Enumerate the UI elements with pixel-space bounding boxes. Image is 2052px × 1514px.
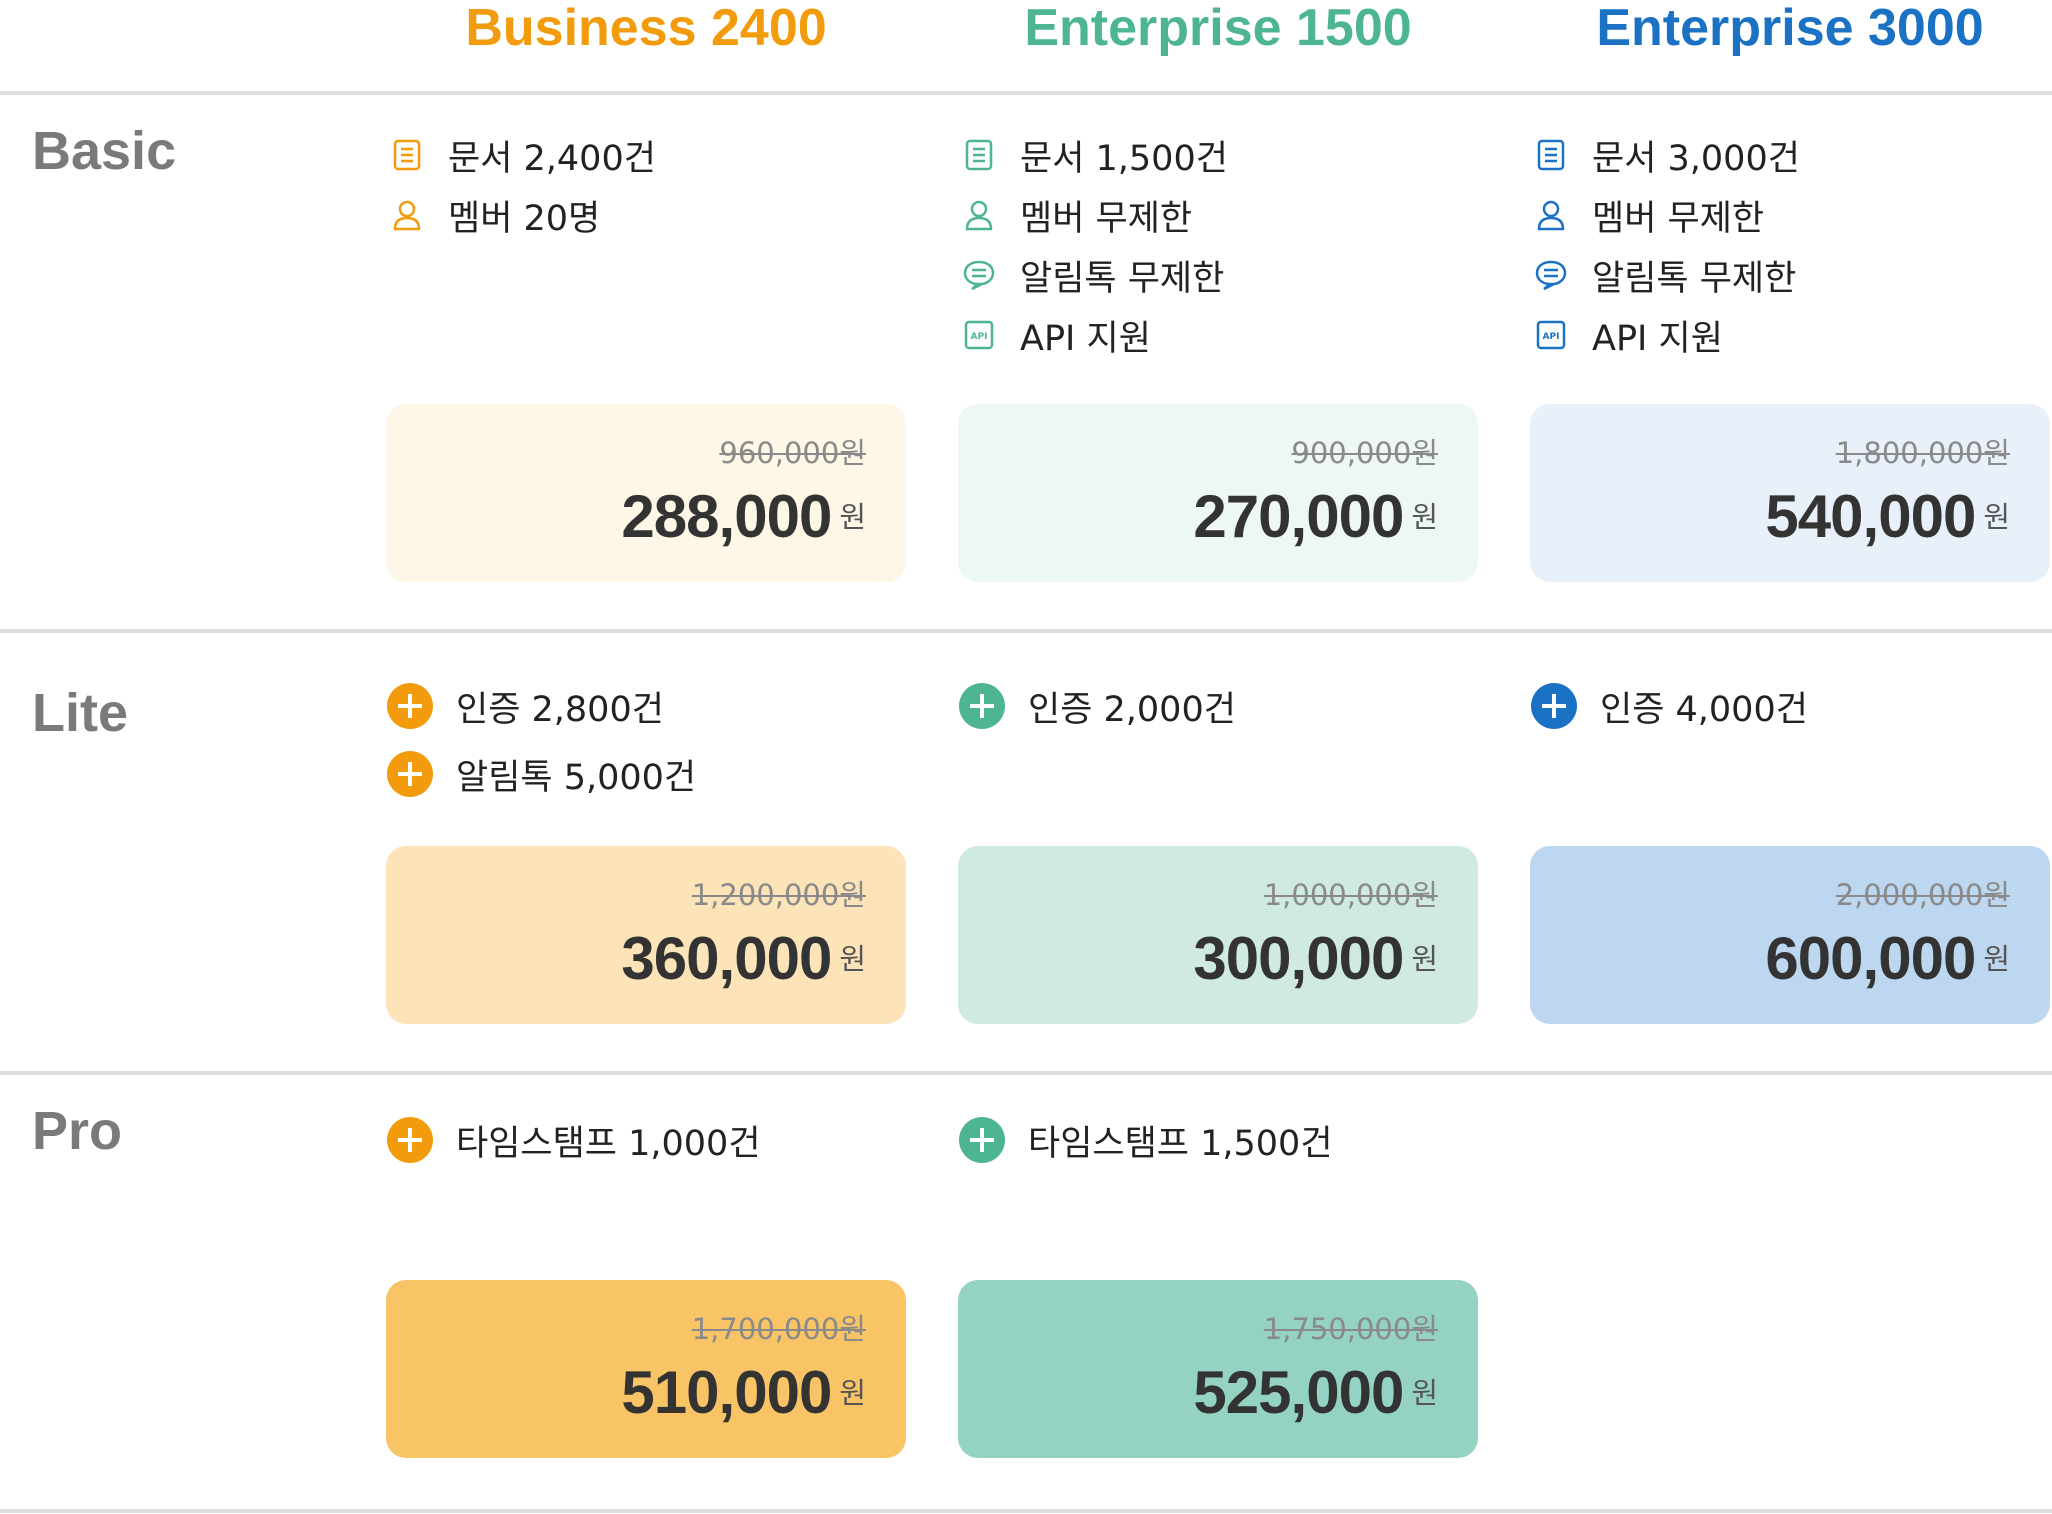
svg-text:API: API <box>971 332 988 342</box>
addon-item: 알림톡 5,000건 <box>386 748 696 800</box>
currency-unit: 원 <box>839 500 866 534</box>
currency-unit: 원 <box>1411 1376 1438 1410</box>
discounted-price: 600,000 <box>1765 925 1976 992</box>
currency-unit: 원 <box>1983 500 2010 534</box>
addon-item: 인증 2,800건 <box>386 680 664 732</box>
original-price: 2,000,000원 <box>1835 878 2010 912</box>
currency-unit: 원 <box>1411 500 1438 534</box>
currency-unit: 원 <box>839 942 866 976</box>
feature-item: 멤버 무제한 <box>962 190 1192 240</box>
feature-label: 문서 2,400건 <box>448 138 656 179</box>
feature-label: 멤버 20명 <box>448 198 601 239</box>
addon-label: 타임스탬프 1,000건 <box>456 1123 761 1164</box>
feature-label: 알림톡 무제한 <box>1020 258 1225 299</box>
addon-item: 인증 4,000건 <box>1530 680 1808 732</box>
divider <box>0 1071 2052 1075</box>
divider <box>0 91 2052 95</box>
currency-unit: 원 <box>839 1376 866 1410</box>
api-icon: API <box>962 318 996 352</box>
svg-text:API: API <box>1543 332 1560 342</box>
currency-unit: 원 <box>1983 942 2010 976</box>
addon-item: 타임스탬프 1,000건 <box>386 1114 761 1166</box>
discounted-price: 540,000 <box>1765 483 1976 550</box>
addon-label: 타임스탬프 1,500건 <box>1028 1123 1333 1164</box>
tier-label-pro: Pro <box>32 1101 123 1161</box>
divider <box>0 1509 2052 1513</box>
feature-item: 문서 2,400건 <box>390 130 656 180</box>
original-price: 1,700,000원 <box>691 1312 866 1346</box>
feature-label: 멤버 무제한 <box>1020 198 1193 239</box>
feature-item: 멤버 20명 <box>390 190 600 240</box>
addon-label: 인증 2,000건 <box>1028 689 1236 730</box>
original-price: 1,800,000원 <box>1835 436 2010 470</box>
discounted-price: 300,000 <box>1193 925 1404 992</box>
divider <box>0 629 2052 633</box>
plus-circle-icon <box>387 751 433 797</box>
discounted-price: 288,000 <box>621 483 832 550</box>
original-price: 1,000,000원 <box>1263 878 1438 912</box>
person-icon <box>390 198 424 232</box>
addon-label: 알림톡 5,000건 <box>456 757 697 798</box>
feature-label: API 지원 <box>1592 318 1723 359</box>
original-price: 1,200,000원 <box>691 878 866 912</box>
api-icon: API <box>1534 318 1568 352</box>
plan-title-enterprise-1500: Enterprise 1500 <box>1024 0 1412 57</box>
feature-label: API 지원 <box>1020 318 1151 359</box>
chat-bubble-icon <box>962 258 996 292</box>
feature-item: API API 지원 <box>1534 310 1723 360</box>
addon-item: 타임스탬프 1,500건 <box>958 1114 1333 1166</box>
plan-title-enterprise-3000: Enterprise 3000 <box>1596 0 1984 57</box>
addon-label: 인증 4,000건 <box>1600 689 1808 730</box>
plan-title-business-2400: Business 2400 <box>465 0 827 57</box>
plus-circle-icon <box>959 1117 1005 1163</box>
feature-label: 알림톡 무제한 <box>1592 258 1797 299</box>
plus-circle-icon <box>1531 683 1577 729</box>
discounted-price: 525,000 <box>1193 1359 1404 1426</box>
tier-label-basic: Basic <box>32 121 177 181</box>
feature-item: 문서 1,500건 <box>962 130 1228 180</box>
person-icon <box>1534 198 1568 232</box>
chat-bubble-icon <box>1534 258 1568 292</box>
discounted-price: 270,000 <box>1193 483 1404 550</box>
feature-label: 문서 3,000건 <box>1592 138 1800 179</box>
addon-item: 인증 2,000건 <box>958 680 1236 732</box>
plus-circle-icon <box>387 683 433 729</box>
addon-label: 인증 2,800건 <box>456 689 664 730</box>
person-icon <box>962 198 996 232</box>
feature-item: API API 지원 <box>962 310 1151 360</box>
feature-item: 문서 3,000건 <box>1534 130 1800 180</box>
feature-label: 멤버 무제한 <box>1592 198 1765 239</box>
plus-circle-icon <box>387 1117 433 1163</box>
feature-label: 문서 1,500건 <box>1020 138 1228 179</box>
original-price: 960,000원 <box>719 436 866 470</box>
feature-item: 알림톡 무제한 <box>962 250 1224 300</box>
document-icon <box>390 138 424 172</box>
plus-circle-icon <box>959 683 1005 729</box>
original-price: 900,000원 <box>1291 436 1438 470</box>
currency-unit: 원 <box>1411 942 1438 976</box>
feature-item: 알림톡 무제한 <box>1534 250 1796 300</box>
document-icon <box>962 138 996 172</box>
feature-item: 멤버 무제한 <box>1534 190 1764 240</box>
discounted-price: 510,000 <box>621 1359 832 1426</box>
tier-label-lite: Lite <box>32 683 129 743</box>
original-price: 1,750,000원 <box>1263 1312 1438 1346</box>
discounted-price: 360,000 <box>621 925 832 992</box>
document-icon <box>1534 138 1568 172</box>
